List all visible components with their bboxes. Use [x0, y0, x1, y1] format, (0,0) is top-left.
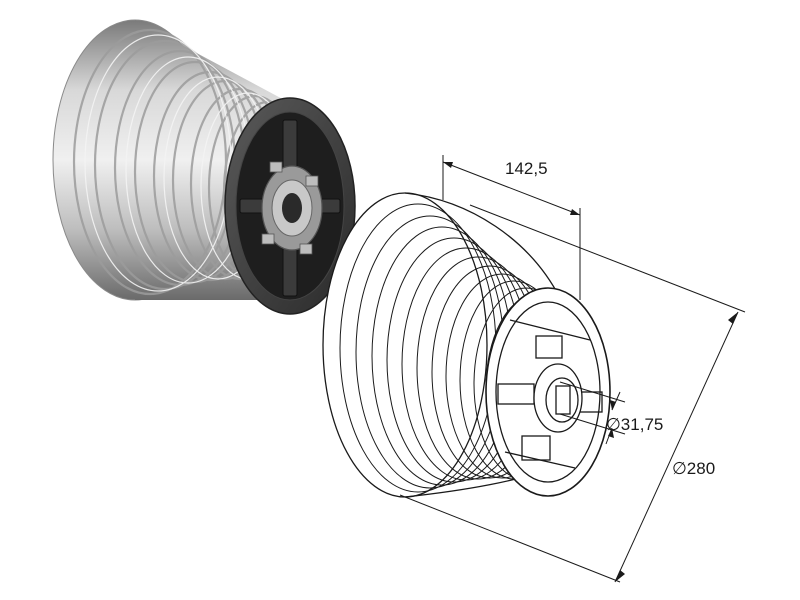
dimension-outer-diameter-label: ∅280 — [672, 459, 715, 478]
dimension-shaft-diameter-label: ∅31,75 — [606, 415, 663, 434]
drum-line-drawing — [322, 192, 611, 498]
drum-photo — [52, 19, 356, 315]
drum-line-hub — [533, 363, 583, 433]
dimension-lines — [399, 155, 746, 583]
drum-photo-hub — [261, 161, 323, 255]
dimension-width-label: 142,5 — [505, 159, 548, 178]
